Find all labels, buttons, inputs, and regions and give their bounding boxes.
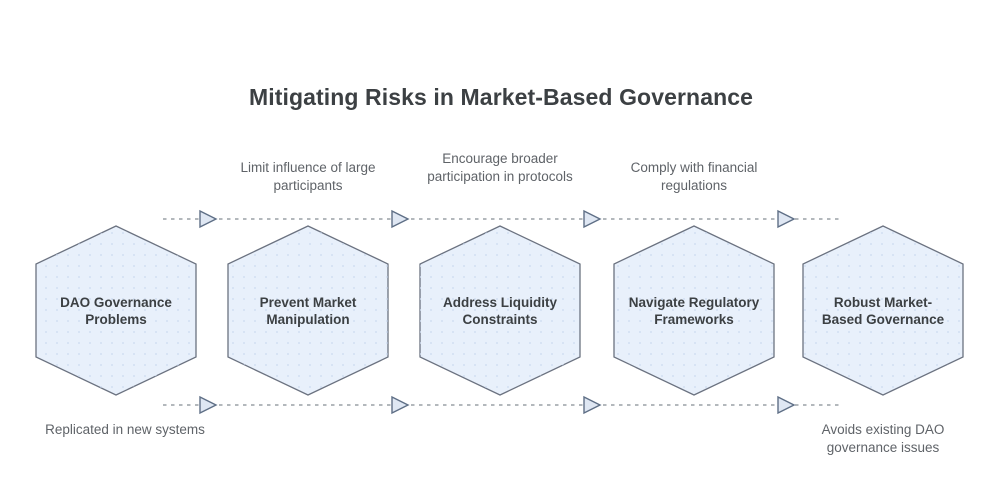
arrowhead-bottom-1	[199, 395, 218, 415]
hex-node-1[interactable]	[35, 225, 197, 396]
hex-label-line2: Problems	[85, 312, 147, 327]
hex-node-5[interactable]	[802, 225, 964, 396]
hex-node-4[interactable]	[613, 225, 775, 396]
arrowhead-bottom-3	[583, 395, 602, 415]
hex-label-robust-market-based-governance: Robust Market- Based Governance	[793, 285, 973, 337]
hex-label-prevent-market-manipulation: Prevent Market Manipulation	[218, 285, 398, 337]
hex-label-line2: Based Governance	[821, 312, 945, 327]
hex-label-line2: Constraints	[462, 312, 538, 327]
page-title: Mitigating Risks in Market-Based Governa…	[248, 84, 754, 110]
arrowhead-top-2	[391, 209, 410, 229]
hex-label-navigate-regulatory-frameworks: Navigate Regulatory Frameworks	[604, 285, 784, 337]
caption-comply-regulations: Comply with financial regulations	[630, 160, 758, 193]
arrowhead-top-1	[199, 209, 218, 229]
hex-label-address-liquidity-constraints: Address Liquidity Constraints	[410, 285, 590, 337]
hex-label-line2: Frameworks	[654, 312, 734, 327]
caption-avoids-dao-issues: Avoids existing DAO governance issues	[821, 422, 945, 455]
hex-node-2[interactable]	[227, 225, 389, 396]
caption-replicated-systems: Replicated in new systems	[45, 422, 205, 437]
hex-label-line1: DAO Governance	[60, 295, 172, 310]
hex-label-line1: Robust Market-	[833, 295, 933, 310]
arrowhead-top-4	[777, 209, 796, 229]
caption-encourage-participation: Encourage broader participation in proto…	[427, 151, 573, 184]
arrowhead-top-3	[583, 209, 602, 229]
hex-node-3[interactable]	[419, 225, 581, 396]
caption-limit-influence: Limit influence of large participants	[240, 160, 376, 193]
hex-label-line1: Address Liquidity	[442, 295, 557, 310]
hex-label-line1: Navigate Regulatory	[628, 295, 760, 310]
arrowhead-bottom-2	[391, 395, 410, 415]
hex-label-line1: Prevent Market	[259, 295, 357, 310]
arrowhead-bottom-4	[777, 395, 796, 415]
hex-label-line2: Manipulation	[266, 312, 350, 327]
hex-label-dao-governance-problems: DAO Governance Problems	[26, 285, 206, 337]
